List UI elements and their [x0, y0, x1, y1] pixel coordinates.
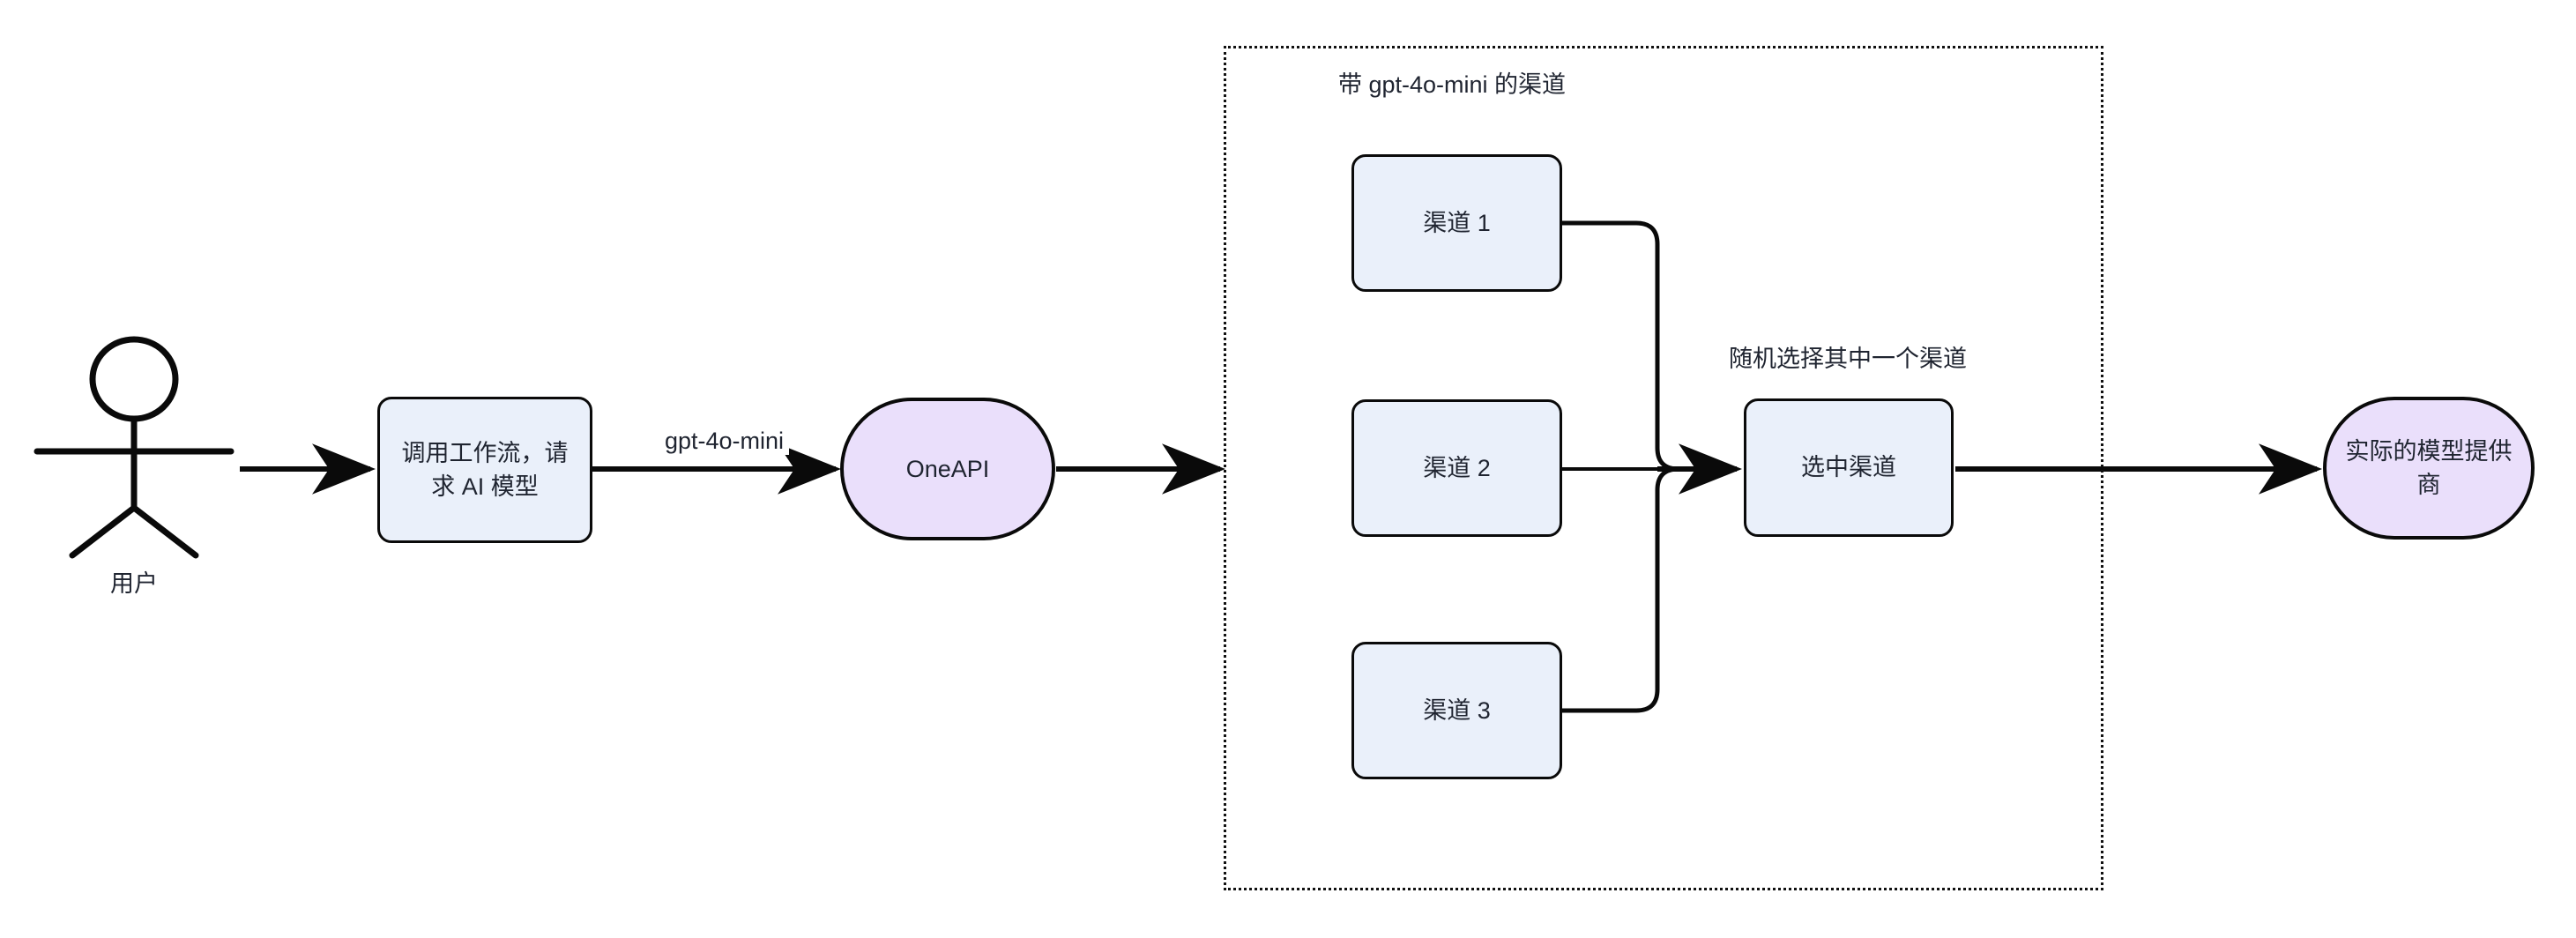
node-channel-3-label: 渠道 3: [1423, 696, 1491, 724]
node-channel-2-label: 渠道 2: [1423, 454, 1491, 481]
node-selected-channel-label: 选中渠道: [1801, 454, 1896, 481]
user-stick-figure: [34, 336, 235, 559]
node-real-provider-label: 实际的模型提供商: [2345, 437, 2513, 498]
edge-label-model-name: gpt-4o-mini: [659, 428, 790, 455]
node-oneapi[interactable]: OneAPI: [840, 398, 1055, 540]
node-channel-1-label: 渠道 1: [1423, 209, 1491, 236]
node-workflow-call-label: 调用工作流，请求 AI 模型: [401, 439, 569, 500]
user-actor-label: 用户: [110, 570, 158, 597]
edge-label-random-pick: 随机选择其中一个渠道: [1724, 339, 1972, 374]
gpt4omini-channel-group: [1224, 46, 2103, 890]
node-workflow-call[interactable]: 调用工作流，请求 AI 模型: [377, 397, 592, 543]
node-real-provider[interactable]: 实际的模型提供商: [2323, 397, 2535, 540]
gpt4omini-channel-group-title: 带 gpt-4o-mini 的渠道: [1338, 71, 1567, 98]
node-channel-1[interactable]: 渠道 1: [1351, 154, 1562, 292]
node-channel-2[interactable]: 渠道 2: [1351, 399, 1562, 537]
node-channel-3[interactable]: 渠道 3: [1351, 642, 1562, 779]
node-selected-channel[interactable]: 选中渠道: [1744, 398, 1954, 537]
node-oneapi-label: OneAPI: [905, 455, 990, 482]
